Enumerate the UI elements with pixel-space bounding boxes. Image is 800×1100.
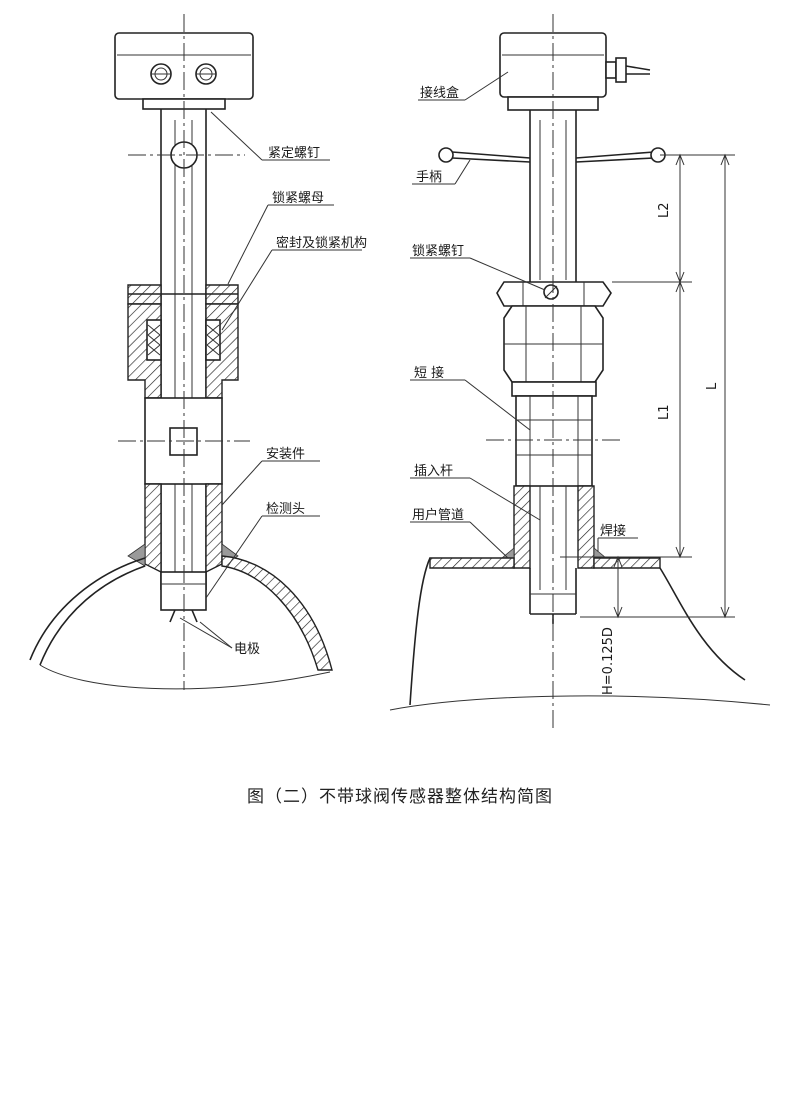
left-cable-gland-2 [195, 63, 217, 85]
label-electrode: 电极 [234, 642, 260, 657]
dim-l2: L2 [657, 202, 672, 218]
left-cable-gland-1 [150, 63, 172, 85]
right-user-pipe [389, 557, 771, 711]
dim-h: H=0.125D [601, 627, 616, 695]
label-set-screw: 紧定螺钉 [268, 146, 320, 161]
right-sensor-figure [389, 14, 771, 730]
left-pipe-wall [29, 555, 333, 690]
right-leaders [410, 71, 638, 559]
label-lock-screw: 锁紧螺钉 [412, 243, 464, 259]
right-fitting [513, 485, 595, 624]
right-handle[interactable] [438, 147, 666, 163]
label-short-pipe: 短 接 [414, 365, 444, 381]
label-seal-lock: 密封及锁紧机构 [276, 235, 367, 251]
label-weld: 焊接 [600, 523, 626, 539]
right-weld-left [500, 547, 515, 559]
right-short-pipe [511, 381, 597, 487]
label-insert-rod: 插入杆 [414, 464, 453, 479]
label-user-pipe: 用户管道 [412, 507, 464, 523]
left-sensor-figure [29, 14, 333, 690]
right-insert-rod [529, 110, 577, 282]
dim-l1: L1 [657, 404, 672, 420]
right-dimensions [560, 153, 735, 619]
left-seal-lock-body [127, 303, 239, 399]
left-leaders [179, 111, 362, 649]
left-lock-nut [127, 284, 239, 305]
label-junction-box: 接线盒 [420, 85, 459, 101]
structure-drawing: 紧定螺钉 锁紧螺母 密封及锁紧机构 安装件 检测头 电极 [29, 14, 771, 730]
dim-l: L [705, 382, 720, 390]
label-probe: 检测头 [266, 502, 305, 517]
label-fitting: 安装件 [266, 447, 305, 462]
label-handle: 手柄 [416, 170, 442, 185]
label-lock-nut: 锁紧螺母 [272, 190, 324, 206]
figure-caption: 图（二）不带球阀传感器整体结构简图 [247, 787, 553, 807]
right-cable-gland [605, 57, 651, 83]
